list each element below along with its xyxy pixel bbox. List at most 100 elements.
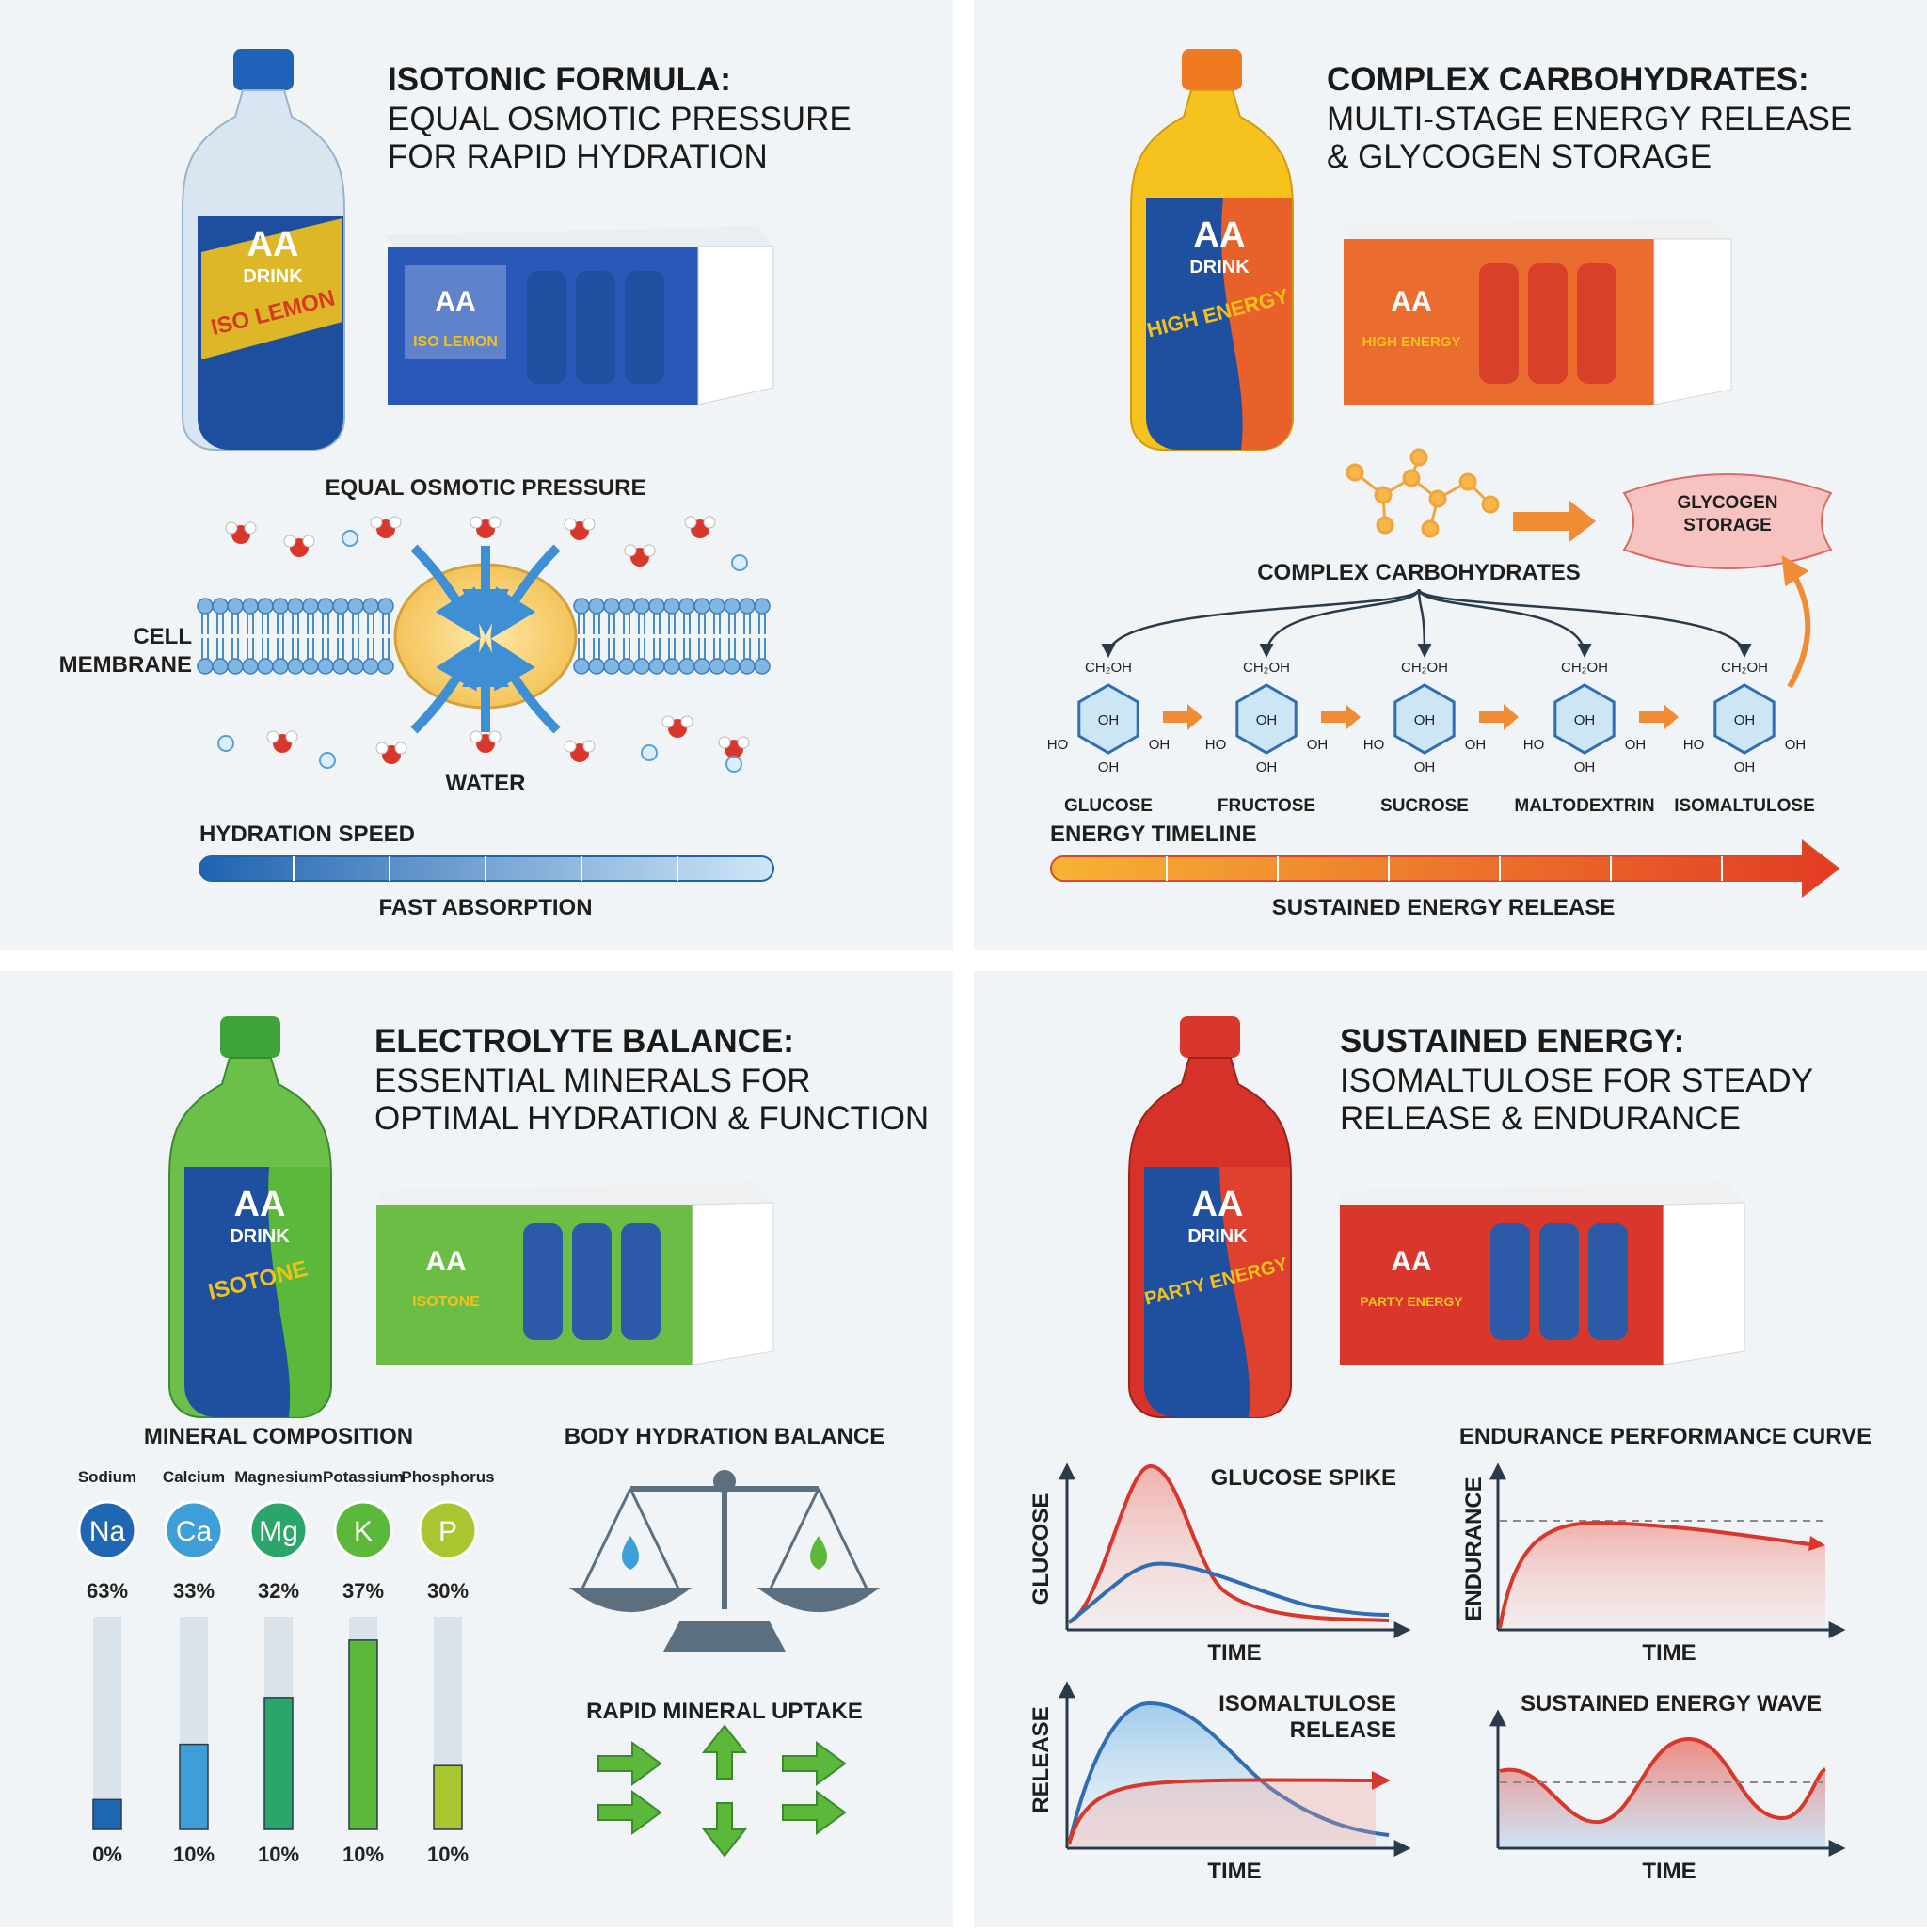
chart-isomaltulose-release: ISOMALTULOSE RELEASE RELEASE TIME [1028, 1681, 1411, 1884]
mineral-bar-min: 10% [258, 1843, 299, 1866]
release-chart-title-2: RELEASE [1290, 1717, 1396, 1743]
lipid-head [603, 658, 620, 675]
mineral-bar-fill [433, 1764, 463, 1830]
ch2oh-label: CH₂OH [1561, 660, 1608, 676]
lipid-head [724, 658, 741, 675]
mineral-badge [418, 1500, 478, 1560]
carbs-subtitle-2: & GLYCOGEN STORAGE [1327, 138, 1712, 175]
water-molecule [564, 740, 596, 762]
ch2oh-label: CH₂OH [1721, 660, 1768, 676]
ch2oh-label: CH₂OH [1243, 660, 1290, 676]
lipid-head [573, 598, 590, 615]
lipid-head [663, 658, 680, 675]
lipid-head [588, 598, 605, 615]
sugar-ring [1077, 683, 1139, 755]
oh-label: OH [1098, 759, 1120, 775]
water-molecule [661, 715, 693, 738]
mineral-percent: 63% [87, 1579, 128, 1603]
electrolyte-box-flavor: ISOTONE [412, 1294, 480, 1310]
carb-molecule-icon [1346, 448, 1500, 538]
mineral-badge [248, 1500, 309, 1560]
water-molecule [225, 521, 257, 544]
carbs-title: COMPLEX CARBOHYDRATES: [1327, 61, 1809, 98]
carbs-box-brand: AA [1391, 286, 1431, 317]
sugar-name: SUCROSE [1380, 796, 1469, 816]
oh-label: OH [1256, 759, 1278, 775]
panel-electrolyte: AA DRINK ISOTONE AA ISOTONE ELECTROLYTE … [77, 1016, 929, 1866]
water-flow-arrow [490, 544, 561, 639]
oh-label: OH [1465, 737, 1487, 753]
mineral-percent: 32% [258, 1579, 299, 1603]
electrolyte-bottle: AA DRINK ISOTONE [168, 1016, 332, 1418]
electrolyte-subtitle-1: ESSENTIAL MINERALS FOR [374, 1062, 811, 1099]
sugar-name: ISOMALTULOSE [1674, 796, 1815, 816]
sustained-bottle-brand-sub: DRINK [1187, 1226, 1248, 1247]
endurance-chart-xlabel: TIME [1642, 1640, 1696, 1666]
carbs-bottle-brand-sub: DRINK [1189, 257, 1250, 278]
oh-label: OH [1574, 759, 1596, 775]
lipid-head [197, 658, 214, 675]
water-molecules [217, 516, 750, 773]
isotonic-subtitle-2: FOR RAPID HYDRATION [388, 138, 768, 175]
mineral-percent: 30% [427, 1579, 469, 1603]
hydration-bar-caption: FAST ABSORPTION [378, 895, 592, 920]
osmotic-diagram-title: EQUAL OSMOTIC PRESSURE [326, 475, 646, 501]
chart-sustained-wave: SUSTAINED ENERGY WAVE TIME [1489, 1691, 1846, 1884]
lipid-head [227, 598, 244, 615]
branch-arrow [1417, 588, 1432, 658]
water-drop-icon [622, 1536, 639, 1570]
hydration-balance-title: BODY HYDRATION BALANCE [565, 1424, 884, 1449]
balance-scale-icon [568, 1470, 881, 1652]
lipid-head [377, 658, 394, 675]
lipid-head [197, 598, 214, 615]
lipid-head [678, 658, 695, 675]
muscle-icon [1622, 473, 1833, 569]
lipid-head [362, 658, 379, 675]
lipid-head [377, 598, 394, 615]
carbs-bottle: AA DRINK HIGH ENERGY [1130, 49, 1294, 451]
lipid-head [618, 598, 635, 615]
isotonic-subtitle-1: EQUAL OSMOTIC PRESSURE [388, 101, 852, 137]
ion-particle [217, 735, 234, 752]
release-chart-xlabel: TIME [1207, 1859, 1261, 1884]
lipid-head [332, 598, 349, 615]
release-chart-ylabel: RELEASE [1028, 1706, 1054, 1812]
water-molecule [470, 516, 502, 538]
mineral-bars: SodiumNa63%0%CalciumCa33%10%MagnesiumMg3… [77, 1468, 495, 1866]
lipid-head [242, 658, 259, 675]
ho-label: HO [1205, 737, 1227, 753]
lipid-head [663, 598, 680, 615]
conversion-arrow-icon [1479, 704, 1519, 730]
carbs-box-flavor: HIGH ENERGY [1362, 334, 1460, 350]
water-flow-arrow [490, 638, 561, 734]
uptake-arrows-icon [597, 1724, 847, 1858]
lipid-head [317, 598, 334, 615]
sustained-subtitle-2: RELEASE & ENDURANCE [1340, 1100, 1741, 1137]
membrane-label-1: CELL [133, 624, 192, 649]
release-chart-title-1: ISOMALTULOSE [1218, 1691, 1396, 1716]
lipid-head [618, 658, 635, 675]
storage-arrow-icon [1513, 501, 1596, 542]
lipid-head [754, 658, 771, 675]
lipid-head [302, 658, 319, 675]
ion-particle [725, 756, 742, 773]
water-label: WATER [446, 771, 526, 796]
lipid-head [724, 598, 741, 615]
lipid-head [347, 598, 364, 615]
ho-label: HO [1523, 737, 1545, 753]
lipid-head [739, 658, 756, 675]
electrolyte-bottle-brand: AA [234, 1185, 286, 1224]
ch2oh-label: CH₂OH [1401, 660, 1448, 676]
branch-arrow [1259, 588, 1421, 658]
sugar-name: FRUCTOSE [1218, 796, 1315, 816]
lipid-head [648, 658, 665, 675]
lipid-head [633, 658, 650, 675]
sustained-bottle: AA DRINK PARTY ENERGY [1128, 1016, 1292, 1418]
branch-arrow [1417, 588, 1752, 658]
mineral-bar-min: 10% [173, 1843, 215, 1866]
water-molecule [266, 730, 298, 753]
